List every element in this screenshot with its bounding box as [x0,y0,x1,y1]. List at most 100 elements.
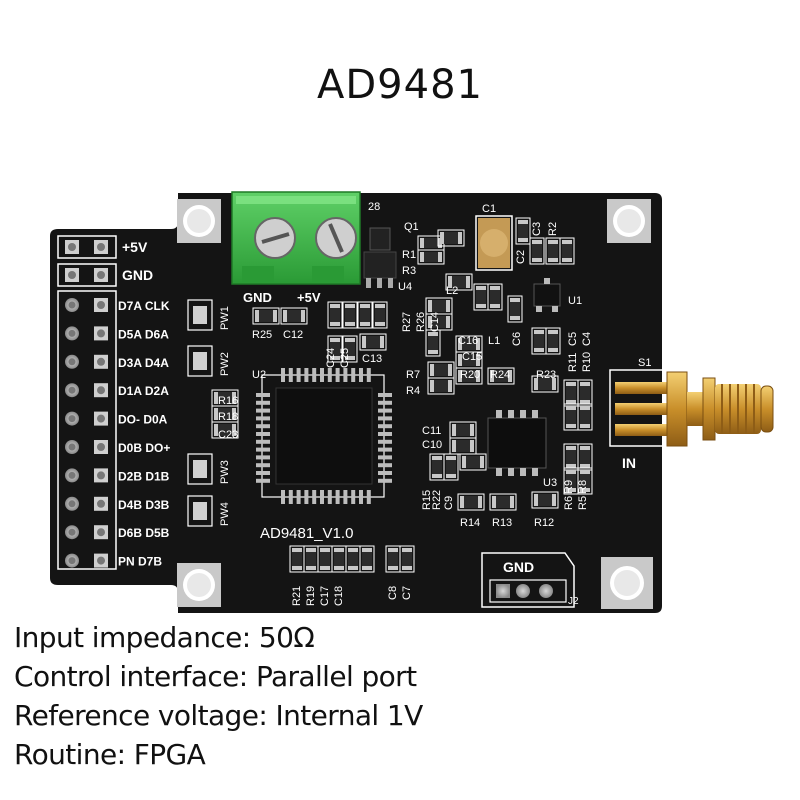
component-body [460,496,482,508]
component-terminal [490,304,500,308]
header-pin-hole [97,443,105,451]
silk-component-label: R24 [490,369,510,381]
u2-pin [304,490,309,504]
component-terminal [452,440,456,452]
component-terminal [562,240,572,244]
silk-component-label: C11 [422,425,441,437]
component-body [452,440,474,452]
mounting-hole-tr [607,199,651,243]
silk-component-label: R12 [534,517,554,529]
u2-pin [366,368,371,382]
component-terminal [490,370,494,382]
component-terminal [532,258,542,262]
header-pin-hole [68,271,76,279]
component-body [548,330,558,352]
component-terminal [566,470,576,474]
component-body [562,240,572,262]
silk-header-label: D4B D3B [118,498,170,512]
silk-q1: Q1 [404,221,419,233]
sma-connector [609,369,774,447]
spec-reference-voltage: Reference voltage: Internal 1V [14,699,423,732]
silk-component-label: C14 [429,312,441,332]
header-pin-hole [97,499,105,508]
component-terminal [330,356,340,360]
screw-terminal [231,191,361,285]
j2-gnd-connector [481,552,575,608]
component-terminal [306,548,316,552]
component-terminal [432,474,442,478]
component-terminal [534,330,544,334]
component-outline [280,307,308,325]
u2-pin [343,368,348,382]
silk-component-label: L1 [488,335,500,347]
component-terminal [580,400,590,404]
component-terminal [562,258,572,262]
component-body [448,276,470,288]
component-terminal [360,304,370,308]
silk-component-label: C10 [422,439,442,451]
component-terminal [432,456,442,460]
component-terminal [566,424,576,428]
component-body [580,382,590,404]
u2-pin [335,490,340,504]
header-pin-hole [68,386,76,394]
silk-component-label: R18 [218,411,238,423]
silk-component-label: C6 [511,332,523,346]
u2-pin [343,490,348,504]
component-terminal [438,252,442,262]
mounting-hole-bl [177,563,221,607]
silk-component-label: C18 [333,586,345,606]
header-pin-hole [97,528,105,537]
component-outline [489,493,517,511]
component-outline [487,367,515,385]
c1-capacitor [475,215,513,271]
header-pin-hole [97,301,105,309]
component-terminal [345,356,355,360]
component-outline [359,545,375,573]
header-pin-hole [68,500,76,508]
component-body [330,338,340,360]
component-terminal [580,470,590,474]
silk-bottom-gnd: GND [503,559,534,575]
silk-u4: U4 [398,281,412,293]
component-body [330,304,340,326]
u2-pin [378,424,392,429]
component-terminal [320,548,330,552]
silk-header-label: D7A CLK [118,299,170,313]
silk-header-label: D6B D5B [118,526,170,540]
component-terminal [548,258,558,262]
silk-pw-label: PW2 [219,352,231,376]
component-terminal [448,276,452,288]
component-body [548,240,558,262]
component-terminal [334,548,344,552]
silk-component-label: C5 [567,332,579,346]
component-terminal [470,440,474,452]
header-pin-hole [68,528,76,536]
component-terminal [214,408,218,420]
pw-inductors [187,299,213,527]
component-terminal [448,380,452,392]
component-outline [342,301,358,329]
u2-pin [281,490,285,504]
component-outline [487,283,503,311]
u2-pin [256,432,270,436]
component-terminal [534,378,538,390]
header-pin-hole [68,358,76,366]
header-pin-hole [97,471,105,480]
silk-component-label: R22 [431,490,443,510]
u2-pins [256,368,392,504]
component-terminal [518,220,528,224]
component-body [446,456,456,478]
mounting-hole-br [601,557,653,609]
pin-header [57,235,117,570]
component-terminal [580,488,590,492]
header-pin-hole [97,243,105,251]
component-terminal [580,406,590,410]
component-body [214,424,236,436]
u2-pin [351,490,356,504]
component-outline [531,375,559,393]
u2-pin [296,368,301,382]
component-outline [427,377,455,395]
component-terminal [476,286,486,290]
u2-pin [327,368,332,382]
